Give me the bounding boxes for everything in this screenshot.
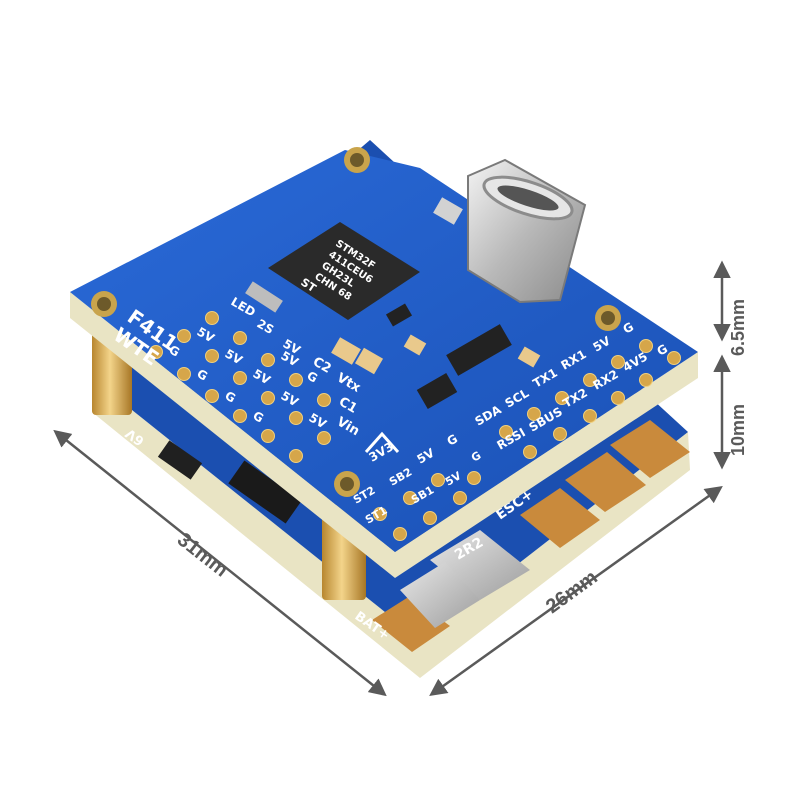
- dimension-width-line: [429, 485, 723, 697]
- dimension-length-line: [53, 429, 387, 697]
- usb-c-port: [467, 158, 587, 304]
- crystal: [245, 281, 283, 313]
- dimension-total-height-label: 10mm: [728, 404, 748, 456]
- small-chip: [416, 372, 458, 410]
- upper-board: STM32F 411CEU6 GH23L CHN 68 ST: [70, 147, 698, 578]
- dimension-upper-height-label: 6.5mm: [728, 299, 748, 356]
- dimension-length-label: 31mm: [173, 529, 232, 582]
- regulator-chip: [446, 324, 512, 376]
- upper-board-edge: [70, 292, 698, 578]
- mcu-chip: STM32F 411CEU6 GH23L CHN 68 ST: [268, 222, 420, 320]
- boot-button: [433, 197, 463, 225]
- dimension-lines: [53, 260, 731, 697]
- smd-components: [245, 197, 541, 410]
